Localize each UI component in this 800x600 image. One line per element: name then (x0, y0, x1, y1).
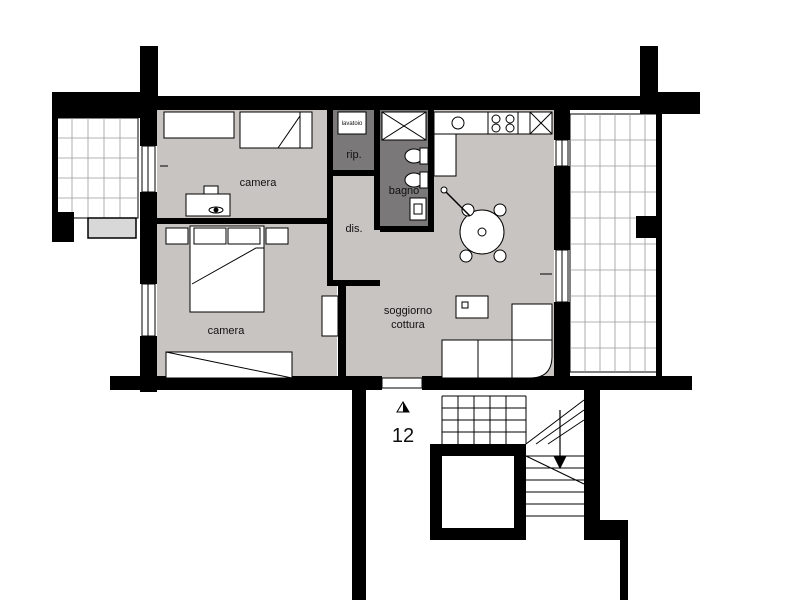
entrance-marker (396, 401, 410, 413)
entrance-door (381, 377, 423, 389)
room-label-soggiorno: soggiorno (384, 305, 432, 317)
kitchen-side-counter (433, 133, 457, 177)
desk-chair (203, 185, 219, 195)
walls (52, 46, 700, 600)
lavatoio-sink (337, 111, 367, 135)
dresser (321, 295, 339, 337)
room-label-camera-top: camera (240, 177, 278, 189)
chair-2 (493, 203, 507, 217)
nightstand-right (265, 227, 289, 245)
bed-single-a (163, 111, 235, 139)
windows (141, 139, 569, 389)
fixture-label-lavatoio: lavatoio (342, 121, 363, 127)
labels: camera camera rip. dis. bagno soggiorno … (208, 121, 433, 447)
kitchen-sink (451, 116, 465, 130)
furniture-camera-bottom (165, 225, 339, 379)
chair-1 (461, 203, 475, 217)
fixtures (337, 111, 429, 221)
furniture-soggiorno (433, 111, 553, 379)
bed-single-b (239, 111, 313, 149)
chair-4 (493, 249, 507, 263)
terrace-right (569, 113, 659, 373)
furniture-camera-top (163, 111, 313, 217)
room-label-cottura: cottura (391, 319, 426, 331)
nightstand-left (165, 227, 189, 245)
room-label-camera-bottom: camera (208, 325, 246, 337)
staircase (441, 395, 585, 517)
desk (185, 193, 231, 217)
terrace-left (55, 99, 139, 239)
chair-3 (459, 249, 473, 263)
sofa (441, 303, 553, 379)
unit-number: 12 (392, 425, 414, 447)
pillow-right (227, 227, 261, 245)
room-label-disimpegno: dis. (345, 223, 362, 235)
room-label-bagno: bagno (389, 185, 420, 197)
pillow-left (193, 227, 227, 245)
coffee-table (455, 295, 489, 319)
planter-bottom (87, 217, 137, 239)
room-label-ripostiglio: rip. (346, 149, 361, 161)
